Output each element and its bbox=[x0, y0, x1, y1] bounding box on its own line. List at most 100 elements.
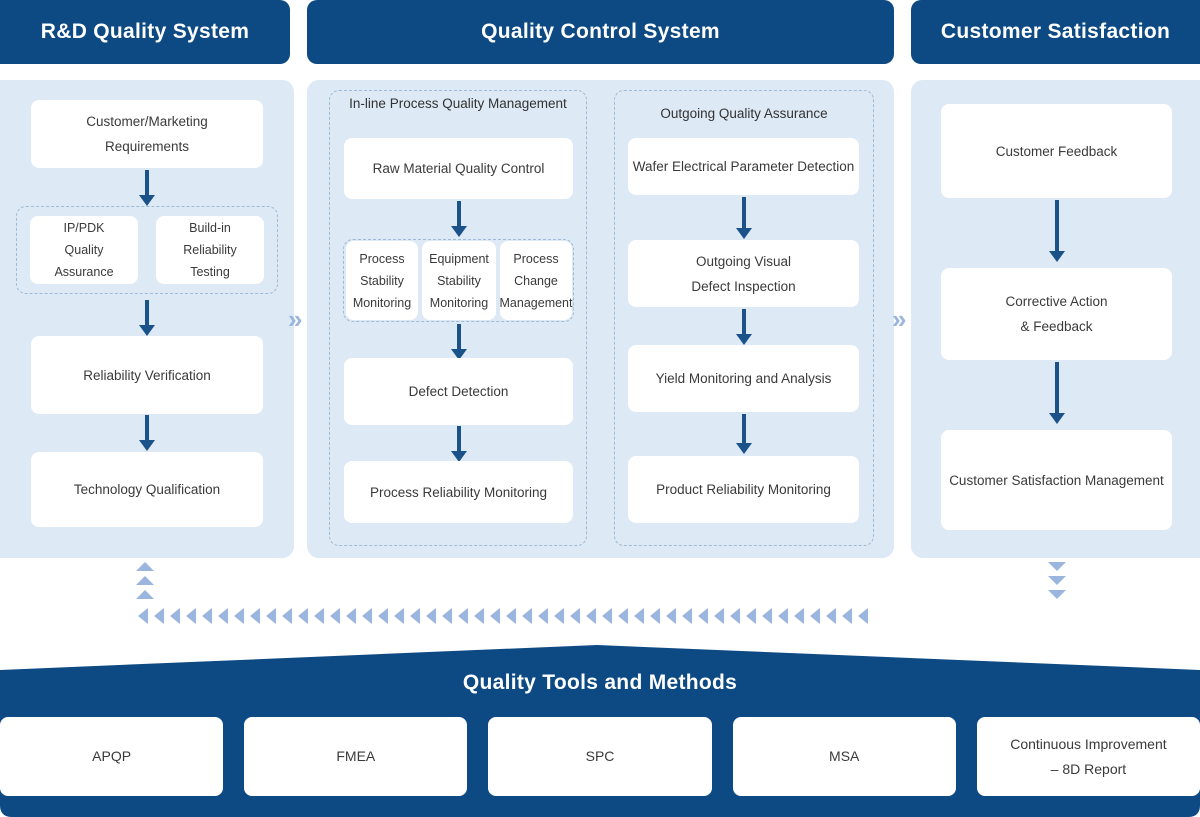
chevron-left-icon bbox=[794, 608, 804, 624]
chevron-left-icon bbox=[474, 608, 484, 624]
column-header-cs-label: Customer Satisfaction bbox=[940, 20, 1171, 43]
chevron-left-icon bbox=[202, 608, 212, 624]
chevron-left-icon bbox=[730, 608, 740, 624]
column-header-qc-label: Quality Control System bbox=[481, 20, 720, 43]
tool-label: SPC bbox=[585, 748, 615, 764]
node-line: Customer Feedback bbox=[995, 143, 1118, 159]
node-line: Technology Qualification bbox=[73, 482, 221, 497]
chevron-left-icon bbox=[682, 608, 692, 624]
node-process-reliability-monitoring[interactable]: Process Reliability Monitoring bbox=[344, 461, 573, 523]
chevron-left-icon bbox=[330, 608, 340, 624]
column-header-customer-satisfaction: Customer Satisfaction bbox=[911, 0, 1200, 64]
tool-apqp[interactable]: APQP bbox=[0, 717, 224, 796]
chevron-left-icon bbox=[506, 608, 516, 624]
node-line: Monitoring bbox=[429, 295, 489, 310]
chevron-left-icon bbox=[298, 608, 308, 624]
tool-msa[interactable]: MSA bbox=[732, 717, 956, 796]
node-line: Defect Detection bbox=[408, 384, 509, 399]
tool-fmea[interactable]: FMEA bbox=[244, 717, 468, 796]
arrow-reliability-to-technology-qualification bbox=[139, 415, 155, 451]
arrow-feedback-to-corrective-action bbox=[1049, 200, 1065, 264]
chevron-left-icon bbox=[554, 608, 564, 624]
chevron-left-icon bbox=[618, 608, 628, 624]
node-customer-marketing-requirements[interactable]: Customer/Marketing Requirements bbox=[31, 100, 263, 168]
node-defect-detection[interactable]: Defect Detection bbox=[344, 358, 573, 425]
chevron-left-icon bbox=[410, 608, 420, 624]
arrow-raw-material-to-stability-group bbox=[451, 201, 467, 237]
node-line: Assurance bbox=[54, 265, 114, 279]
chevron-left-icon bbox=[154, 608, 164, 624]
chevron-left-icon bbox=[714, 608, 724, 624]
node-customer-satisfaction-management[interactable]: Customer Satisfaction Management bbox=[941, 430, 1172, 530]
node-line: Stability bbox=[437, 273, 481, 288]
group-rd-design-quality bbox=[16, 206, 278, 294]
node-line: Change bbox=[514, 273, 558, 288]
chevron-left-icon bbox=[170, 608, 180, 624]
group-process-equipment-monitoring bbox=[343, 239, 574, 322]
node-line: IP/PDK bbox=[63, 221, 105, 235]
chevron-left-icon bbox=[394, 608, 404, 624]
node-yield-monitoring-and-analysis[interactable]: Yield Monitoring and Analysis bbox=[628, 345, 859, 412]
chevron-right-double-icon: » bbox=[288, 304, 303, 334]
node-line: Reliability Verification bbox=[83, 367, 211, 383]
tool-label: MSA bbox=[829, 748, 860, 764]
chevron-left-icon bbox=[234, 608, 244, 624]
column-header-rd-quality-system: R&D Quality System bbox=[0, 0, 290, 64]
chevron-left-icon bbox=[666, 608, 676, 624]
node-outgoing-visual-defect-inspection[interactable]: Outgoing Visual Defect Inspection bbox=[628, 240, 859, 307]
group-outgoing-quality-assurance-title: Outgoing Quality Assurance bbox=[614, 105, 874, 122]
node-build-in-reliability-testing[interactable]: Build-in Reliability Testing bbox=[156, 216, 264, 284]
chevron-left-icon bbox=[426, 608, 436, 624]
chevron-left-icon bbox=[378, 608, 388, 624]
node-line: Raw Material Quality Control bbox=[372, 161, 545, 176]
feedback-loop-down-chevrons bbox=[1048, 562, 1066, 604]
chevron-left-icon bbox=[570, 608, 580, 624]
chevron-left-icon bbox=[362, 608, 372, 624]
tool-label: APQP bbox=[92, 748, 132, 764]
node-technology-qualification[interactable]: Technology Qualification bbox=[31, 452, 263, 527]
chevron-up-icon bbox=[136, 562, 154, 571]
chevron-left-icon bbox=[634, 608, 644, 624]
chevron-left-icon bbox=[778, 608, 788, 624]
column-header-rd-label: R&D Quality System bbox=[40, 20, 250, 43]
chevron-left-icon bbox=[490, 608, 500, 624]
chevron-left-icon bbox=[586, 608, 596, 624]
node-process-change-management[interactable]: Process Change Management bbox=[500, 241, 572, 320]
node-product-reliability-monitoring[interactable]: Product Reliability Monitoring bbox=[628, 456, 859, 523]
chevron-left-icon bbox=[810, 608, 820, 624]
chevron-down-icon bbox=[1048, 576, 1066, 585]
chevron-left-icon bbox=[282, 608, 292, 624]
tool-continuous-improvement[interactable]: Continuous Improvement – 8D Report bbox=[976, 717, 1200, 796]
node-line: Customer Satisfaction Management bbox=[949, 472, 1164, 488]
arrow-yield-to-product-reliability bbox=[736, 414, 752, 454]
node-reliability-verification[interactable]: Reliability Verification bbox=[31, 336, 263, 414]
node-raw-material-quality-control[interactable]: Raw Material Quality Control bbox=[344, 138, 573, 199]
chevron-up-icon bbox=[136, 576, 154, 585]
arrow-defect-to-process-reliability bbox=[451, 426, 467, 462]
node-line: Customer/Marketing bbox=[86, 114, 208, 129]
banner-title-label: Quality Tools and Methods bbox=[462, 671, 738, 694]
chevron-left-icon bbox=[266, 608, 276, 624]
chevron-left-icon bbox=[442, 608, 452, 624]
node-line: Requirements bbox=[104, 139, 190, 154]
tool-label: FMEA bbox=[336, 748, 376, 764]
node-wafer-electrical-parameter-detection[interactable]: Wafer Electrical Parameter Detection bbox=[628, 138, 859, 195]
arrow-corrective-to-satisfaction-management bbox=[1049, 362, 1065, 426]
node-corrective-action-and-feedback[interactable]: Corrective Action & Feedback bbox=[941, 268, 1172, 360]
chevron-left-icon bbox=[826, 608, 836, 624]
node-line: Equipment bbox=[429, 251, 489, 266]
chevron-left-icon bbox=[538, 608, 548, 624]
node-customer-feedback[interactable]: Customer Feedback bbox=[941, 104, 1172, 198]
node-line: Process bbox=[513, 251, 559, 266]
arrow-group-to-reliability-verification bbox=[139, 300, 155, 336]
column-header-quality-control-system: Quality Control System bbox=[307, 0, 894, 64]
node-ip-pdk-quality-assurance[interactable]: IP/PDK Quality Assurance bbox=[30, 216, 138, 284]
quality-tools-row: APQP FMEA SPC MSA Continuous Improvement… bbox=[0, 717, 1200, 797]
node-equipment-stability-monitoring[interactable]: Equipment Stability Monitoring bbox=[422, 241, 496, 320]
tool-spc[interactable]: SPC bbox=[488, 717, 712, 796]
separator-rd-to-qc-chevron-icon: » bbox=[288, 304, 303, 334]
chevron-left-icon bbox=[522, 608, 532, 624]
node-line: Build-in bbox=[189, 221, 231, 235]
node-process-stability-monitoring[interactable]: Process Stability Monitoring bbox=[346, 241, 418, 320]
group-in-line-process-quality-management bbox=[329, 90, 587, 546]
